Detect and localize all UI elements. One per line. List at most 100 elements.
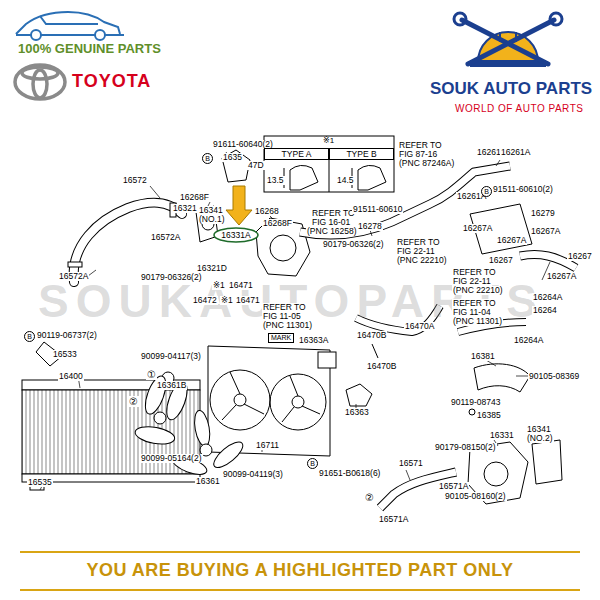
part-label: FIG 22-11 <box>452 277 492 286</box>
part-label: 16267A <box>546 272 577 281</box>
part-label: 16535 <box>27 478 53 487</box>
part-label: 16268 <box>254 207 280 216</box>
part-label: (PNC 16258) <box>306 227 358 236</box>
node-text: TYPE B <box>346 150 376 159</box>
type-cell: TYPE A <box>264 148 329 160</box>
part-label: REFER TO <box>398 141 443 150</box>
part-label: (NO.2) <box>526 434 554 443</box>
part-label: 90179-08150(2) <box>434 443 497 452</box>
part-label: FIG 87-16 <box>398 150 438 159</box>
part-label: 90105-08160(2) <box>444 492 507 501</box>
type-cell: TYPE B <box>329 148 394 160</box>
part-label: 16361B <box>156 381 187 390</box>
part-label: 16363A <box>298 336 329 345</box>
part-label: 16361 <box>195 477 221 486</box>
part-label: 90099-05164(2) <box>140 454 203 463</box>
part-label: 16341 <box>526 425 552 434</box>
part-label: REFER TO <box>311 209 356 218</box>
part-label: 16321 <box>172 204 198 213</box>
part-label: 90099-04119(3) <box>222 470 284 479</box>
part-label: 16261A <box>500 148 531 157</box>
mark-box: MARK <box>268 333 294 343</box>
part-label: 16470B <box>356 331 387 340</box>
circle-marker: B <box>24 331 35 342</box>
part-label: 14.5 <box>336 176 355 185</box>
part-label: 16267 <box>567 252 593 261</box>
circle-marker: B <box>202 153 213 164</box>
part-label: ② <box>128 396 139 407</box>
part-label: 16321D <box>196 264 228 273</box>
part-label: 16571A <box>438 482 469 491</box>
part-label: 16341 <box>198 206 224 215</box>
part-label: FIG 11-05 <box>262 312 302 321</box>
part-label: 16264 <box>532 306 558 315</box>
part-label: ※1 <box>322 137 335 146</box>
part-label: 16471 <box>228 281 254 290</box>
part-label: 16268F <box>262 219 293 228</box>
part-label: 16572A <box>150 233 181 242</box>
part-label: 16470B <box>366 362 397 371</box>
part-label: 16267A <box>496 236 527 245</box>
part-label: FIG 22-11 <box>396 247 436 256</box>
part-label: REFER TO <box>452 268 497 277</box>
shop-name: SOUK AUTO PARTS <box>430 80 592 99</box>
part-label: 16571A <box>378 515 409 524</box>
part-label: 16385 <box>476 411 502 420</box>
part-label: 91511-60610 <box>352 205 403 214</box>
part-label: ※1 <box>212 281 226 290</box>
part-label: 16279 <box>530 209 556 218</box>
circle-marker: B <box>481 186 492 197</box>
part-label: ※1 <box>220 296 234 305</box>
highlight-arrow <box>226 186 252 225</box>
diagram-drawing <box>22 136 576 508</box>
part-label: ② <box>364 492 375 503</box>
part-label: REFER TO <box>396 238 441 247</box>
highlighted-part-oval: 16331A <box>213 227 259 243</box>
circle-marker: B <box>307 458 318 469</box>
brand-name: TOYOTA <box>72 72 151 92</box>
part-label: 1635 <box>222 153 243 162</box>
part-label: 16261 <box>476 148 502 157</box>
part-label: 90179-06326(2) <box>140 273 203 282</box>
part-label: ① <box>146 369 157 380</box>
part-label: 90119-06737(2) <box>36 331 98 340</box>
part-label: 90179-06326(2) <box>322 240 385 249</box>
part-label: (PNC 11301) <box>452 317 503 326</box>
shop-slogan: WORLD OF AUTO PARTS <box>455 103 583 114</box>
part-label: 16711 <box>255 441 280 450</box>
part-label: 16278 <box>357 222 383 231</box>
tagline: 100% GENUINE PARTS <box>18 42 161 56</box>
part-label: 90119-08743 <box>450 398 501 407</box>
part-label: FIG 16-01 <box>311 218 351 227</box>
part-label: 16264A <box>532 293 563 302</box>
toyota-emblem <box>15 65 65 99</box>
part-label: 16268F <box>179 193 210 202</box>
part-label: 16533 <box>52 350 78 359</box>
part-label: FIG 11-04 <box>452 308 492 317</box>
part-label: 16471 <box>235 296 261 305</box>
part-label: 91511-60610(2) <box>492 185 554 194</box>
part-label: REFER TO <box>452 299 497 308</box>
part-label: 16363 <box>344 408 370 417</box>
part-label: 16572 <box>122 176 148 185</box>
part-label: 16472 <box>192 296 218 305</box>
part-label: 16571 <box>398 459 424 468</box>
part-label: 16267 <box>488 256 514 265</box>
part-label: 91651-B0618(6) <box>318 469 381 478</box>
part-label: (PNC 22210) <box>396 256 448 265</box>
part-label: 16264A <box>513 336 544 345</box>
part-label: 47D <box>247 161 265 170</box>
shop-logo <box>454 13 562 67</box>
part-label: (PNC 22210) <box>452 286 504 295</box>
part-label: 16267A <box>462 224 493 233</box>
part-label: REFER TO <box>262 303 307 312</box>
node-text: TYPE A <box>282 150 312 159</box>
part-label: 16267A <box>530 227 561 236</box>
part-label: 16470A <box>404 322 435 331</box>
car-icon <box>16 12 124 40</box>
part-label: 90105-08369 <box>528 372 580 381</box>
footer-notice: YOU ARE BUYING A HIGHLIGHTED PART ONLY <box>0 561 600 581</box>
part-label: (PNC 87246A) <box>398 159 455 168</box>
part-label: 16331 <box>489 431 515 440</box>
